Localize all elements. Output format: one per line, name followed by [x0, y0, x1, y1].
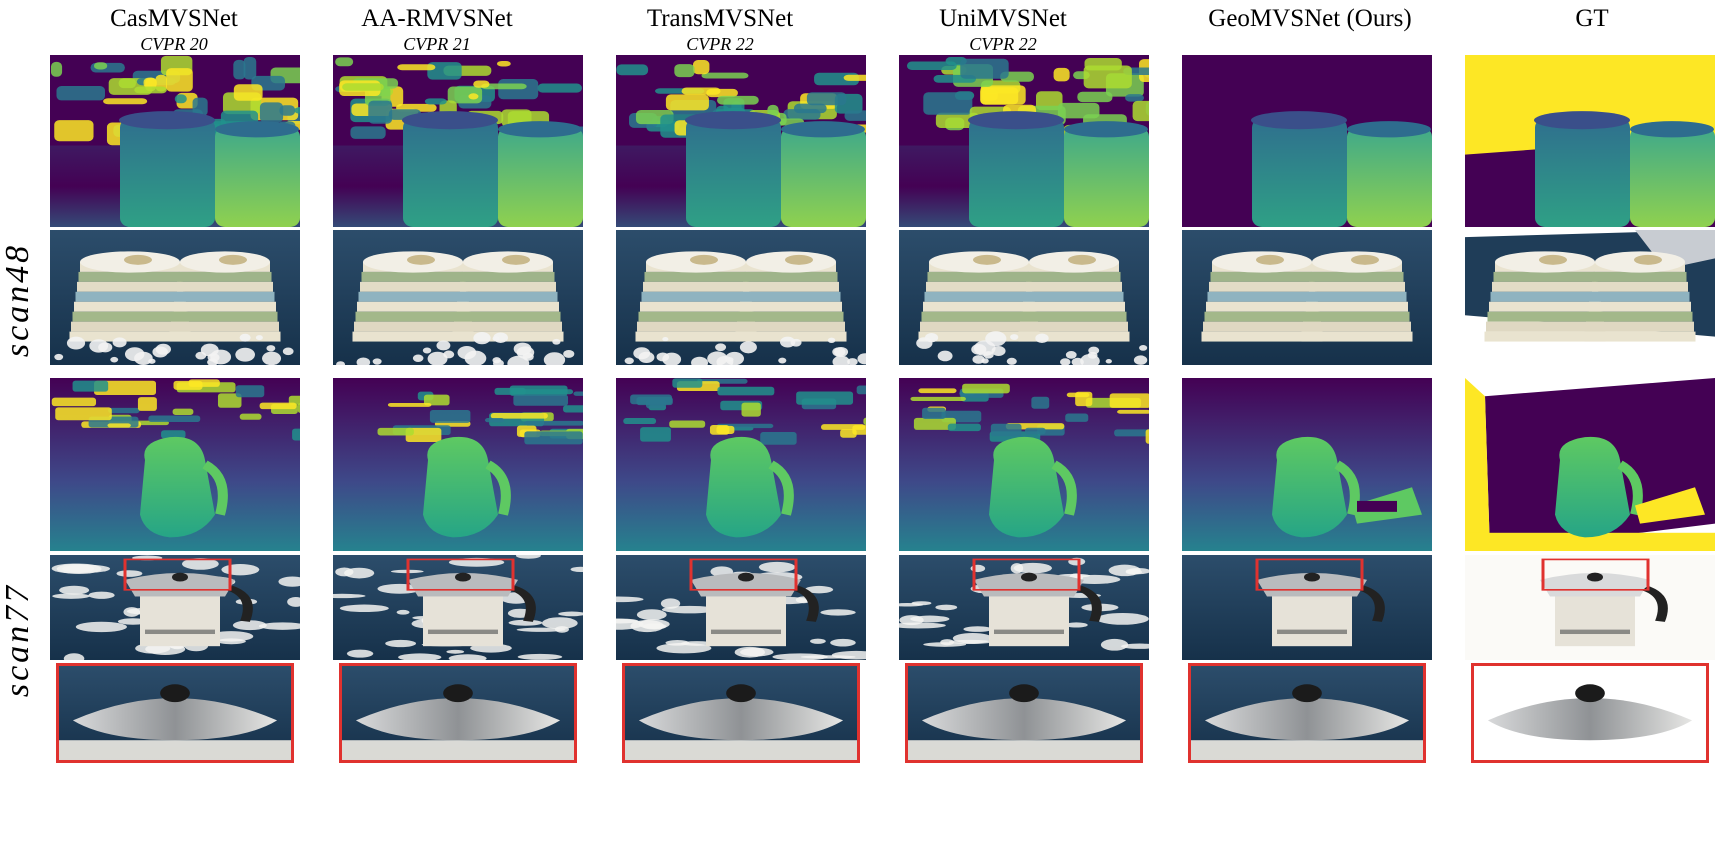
column-header-5: GeoMVSNet (Ours) — [1185, 4, 1435, 34]
depth-scan48-col2 — [333, 55, 583, 227]
venue-label: CVPR 22 — [969, 34, 1037, 54]
pointcloud-scan77-col1 — [50, 555, 300, 660]
zoom-inset-col4 — [905, 663, 1143, 763]
depth-scan77-col2 — [333, 378, 583, 551]
pointcloud-scan77-col4 — [899, 555, 1149, 660]
depth-scan48-col6 — [1465, 55, 1715, 227]
pointcloud-scan48-col5 — [1182, 230, 1432, 365]
pointcloud-scan48-col2 — [333, 230, 583, 365]
depth-scan48-col4 — [899, 55, 1149, 227]
depth-scan77-col6 — [1465, 378, 1715, 551]
pointcloud-scan48-col3 — [616, 230, 866, 365]
pointcloud-scan77-col5 — [1182, 555, 1432, 660]
venue-label: CVPR 20 — [140, 34, 208, 54]
method-name: TransMVSNet — [646, 5, 794, 32]
pointcloud-scan77-col2 — [333, 555, 583, 660]
depth-scan48-col1 — [50, 55, 300, 227]
method-name: AA-RMVSNet — [361, 5, 513, 32]
method-name: UniMVSNet — [939, 5, 1067, 32]
depth-scan48-col3 — [616, 55, 866, 227]
row-label-scan77: scan77 — [0, 582, 37, 698]
depth-scan77-col3 — [616, 378, 866, 551]
method-name: GT — [1575, 5, 1609, 32]
venue-label: CVPR 21 — [403, 34, 471, 54]
zoom-inset-col2 — [339, 663, 577, 763]
depth-scan77-col4 — [899, 378, 1149, 551]
depth-scan48-col5 — [1182, 55, 1432, 227]
zoom-inset-col6 — [1471, 663, 1709, 763]
pointcloud-scan48-col6 — [1465, 230, 1715, 365]
column-header-6: GT — [1467, 4, 1717, 34]
depth-scan77-col5 — [1182, 378, 1432, 551]
zoom-inset-col1 — [56, 663, 294, 763]
pointcloud-scan48-col4 — [899, 230, 1149, 365]
method-name: CasMVSNet — [110, 5, 238, 32]
zoom-inset-col3 — [622, 663, 860, 763]
zoom-inset-col5 — [1188, 663, 1426, 763]
venue-label: CVPR 22 — [686, 34, 754, 54]
pointcloud-scan77-col3 — [616, 555, 866, 660]
row-label-scan48: scan48 — [0, 242, 37, 358]
pointcloud-scan77-col6 — [1465, 555, 1715, 660]
depth-scan77-col1 — [50, 378, 300, 551]
method-name: GeoMVSNet (Ours) — [1208, 5, 1412, 32]
pointcloud-scan48-col1 — [50, 230, 300, 365]
